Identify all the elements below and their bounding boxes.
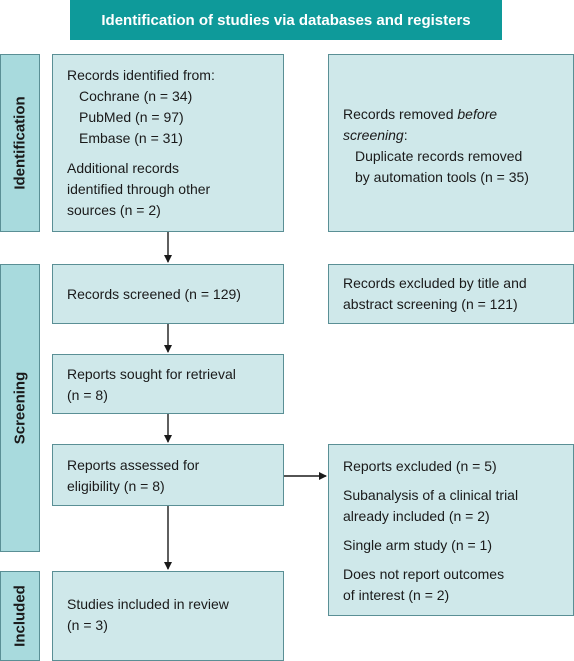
phase-identification: Identification (0, 54, 40, 232)
records-excluded-line-2: abstract screening (n = 121) (343, 296, 518, 312)
additional-records-line-2: identified through other (67, 181, 211, 197)
exclusion-reason-single-arm: Single arm study (n = 1) (343, 537, 493, 553)
studies-included-line-2: (n = 3) (67, 617, 108, 633)
header-title: Identification of studies via databases … (101, 11, 471, 29)
additional-records-line-1: Additional records (67, 160, 180, 176)
duplicates-line-1: Duplicate records removed (355, 148, 523, 164)
records-removed-prefix: Records removed (343, 106, 458, 122)
phase-screening-label: Screening (11, 371, 29, 445)
reports-sought-line-1: Reports sought for retrieval (67, 366, 236, 382)
exclusion-reason-outcomes-2: of interest (n = 2) (343, 587, 450, 603)
records-removed-emphasis-2: screening (343, 127, 404, 143)
reports-assessed-line-1: Reports assessed for (67, 457, 200, 473)
records-removed-title: Records removed before (343, 104, 565, 125)
reports-assessed-box: Reports assessed for eligibility (n = 8) (52, 444, 284, 506)
records-identified-box: Records identified from: Cochrane (n = 3… (52, 54, 284, 232)
records-removed-box: Records removed before screening: Duplic… (328, 54, 574, 232)
records-excluded-box: Records excluded by title and abstract s… (328, 264, 574, 324)
reports-sought-box: Reports sought for retrieval (n = 8) (52, 354, 284, 414)
diagram-header: Identification of studies via databases … (70, 0, 502, 40)
reports-excluded-box: Reports excluded (n = 5) Subanalysis of … (328, 444, 574, 616)
source-cochrane: Cochrane (n = 34) (79, 88, 193, 104)
phase-screening: Screening (0, 264, 40, 552)
records-removed-colon: : (403, 127, 408, 143)
duplicates-line-2: by automation tools (n = 35) (355, 169, 529, 185)
phase-identification-label: Identification (11, 96, 29, 190)
source-pubmed: PubMed (n = 97) (79, 109, 184, 125)
source-embase: Embase (n = 31) (79, 130, 183, 146)
records-screened-text: Records screened (n = 129) (67, 286, 241, 302)
exclusion-reason-subanalysis-1: Subanalysis of a clinical trial (343, 487, 519, 503)
phase-included-label: Included (11, 585, 29, 647)
records-removed-title-line-2: screening: (343, 125, 565, 146)
records-removed-emphasis: before (457, 106, 498, 122)
studies-included-line-1: Studies included in review (67, 596, 229, 612)
exclusion-reason-subanalysis-2: already included (n = 2) (343, 508, 490, 524)
records-identified-title: Records identified from: (67, 67, 215, 83)
phase-included: Included (0, 571, 40, 661)
records-excluded-line-1: Records excluded by title and (343, 275, 527, 291)
studies-included-box: Studies included in review (n = 3) (52, 571, 284, 661)
records-screened-box: Records screened (n = 129) (52, 264, 284, 324)
exclusion-reason-outcomes-1: Does not report outcomes (343, 566, 505, 582)
additional-records-line-3: sources (n = 2) (67, 202, 161, 218)
reports-sought-line-2: (n = 8) (67, 387, 108, 403)
reports-excluded-title: Reports excluded (n = 5) (343, 458, 497, 474)
reports-assessed-line-2: eligibility (n = 8) (67, 478, 165, 494)
